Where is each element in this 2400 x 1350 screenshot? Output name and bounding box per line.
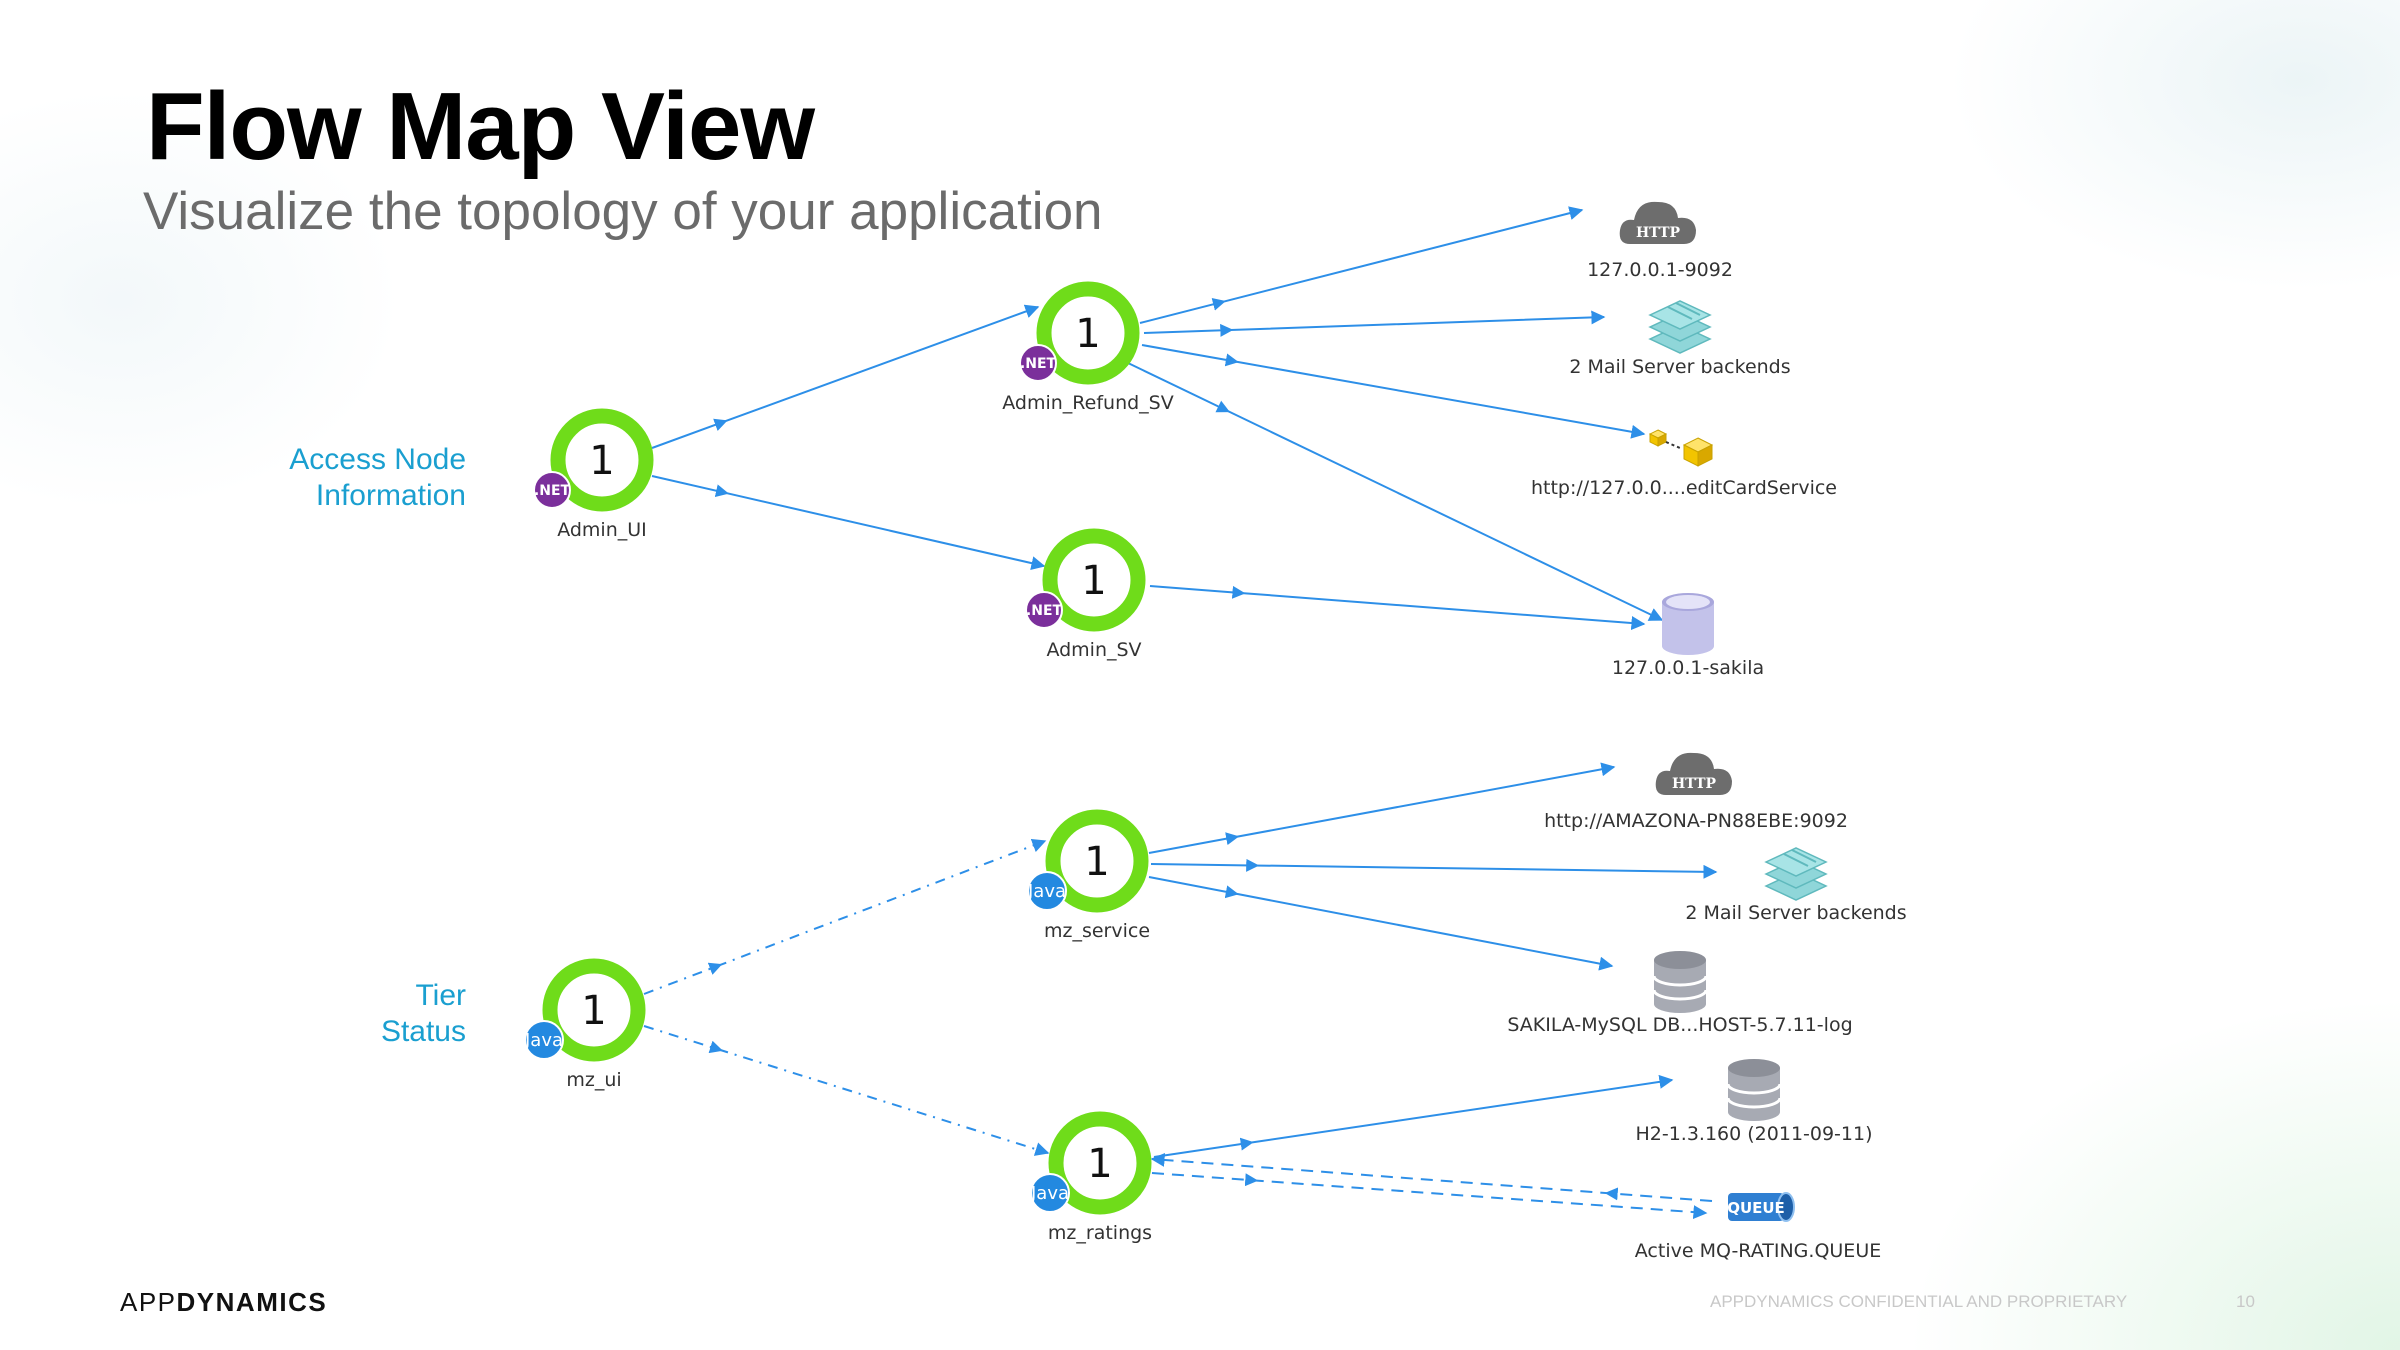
backend-credit_service[interactable]: http://127.0.0....editCardService xyxy=(1531,429,1837,499)
backend-sakila_mysql[interactable]: SAKILA-MySQL DB...HOST-5.7.11-log xyxy=(1507,951,1853,1036)
tier-status-ring xyxy=(1048,1111,1152,1215)
edge-admin_sv-to-sakila[interactable] xyxy=(1149,585,1646,631)
backend-h2[interactable]: H2-1.3.160 (2011-09-11) xyxy=(1635,1059,1873,1145)
backend-label: Active MQ-RATING.QUEUE xyxy=(1635,1240,1881,1262)
tier-node-label: mz_ratings xyxy=(1048,1222,1152,1244)
backend-label: 2 Mail Server backends xyxy=(1685,902,1906,924)
tier-node-admin_ui[interactable]: 1 .NET Admin_UI xyxy=(533,408,654,541)
tier-node-admin_sv[interactable]: 1 .NET Admin_SV xyxy=(1025,528,1146,661)
edge-mz_service-to-sakila_mysql[interactable] xyxy=(1148,876,1614,971)
tier-node-count: 1 xyxy=(581,988,606,1034)
edge-mz_ui-to-mz_ratings[interactable] xyxy=(643,1025,1050,1156)
tiers-layer: 1 .NET Admin_UI 1 .NET Admin_Refund_SV 1 .NET Ad… xyxy=(524,281,1174,1244)
edge-mz_ui-to-mz_service[interactable] xyxy=(643,838,1047,995)
edge-admin_refund_sv-to-mail_1[interactable] xyxy=(1143,310,1606,337)
page-number: 10 xyxy=(2236,1292,2255,1311)
edge-mz_service-to-http_amazona[interactable] xyxy=(1148,762,1616,854)
tier-status-label: Tier Status xyxy=(126,978,466,1050)
backend-http_9092[interactable]: HTTP 127.0.0.1-9092 xyxy=(1587,201,1733,281)
tier-node-admin_refund_sv[interactable]: 1 .NET Admin_Refund_SV xyxy=(1002,281,1174,414)
slide-subtitle: Visualize the topology of your applicati… xyxy=(143,182,1103,241)
edges-layer xyxy=(643,206,1718,1220)
tier-node-count: 1 xyxy=(1075,311,1100,357)
dotnet-badge-icon: .NET xyxy=(1019,344,1057,382)
backends-layer: HTTP 127.0.0.1-9092 2 Mail Server backends… xyxy=(1507,201,1907,1262)
tier-status-ring xyxy=(542,958,646,1062)
dotnet-badge-icon: .NET xyxy=(1025,591,1063,629)
access-node-label-line-2: Information xyxy=(315,479,466,512)
dotnet-badge-icon: .NET xyxy=(533,471,571,509)
backend-label: SAKILA-MySQL DB...HOST-5.7.11-log xyxy=(1507,1014,1852,1036)
tier-badge-text: .NET xyxy=(1026,603,1063,619)
mail-server-stack-icon xyxy=(1764,847,1828,901)
tier-badge-text: .NET xyxy=(534,483,571,499)
edge-mz_ratings-to-mq_queue[interactable] xyxy=(1151,1172,1708,1220)
edge-admin_ui-to-admin_sv[interactable] xyxy=(651,475,1046,571)
tier-status-ring xyxy=(1042,528,1146,632)
http-cloud-icon: HTTP xyxy=(1655,752,1732,795)
access-node-label-line-1: Access Node xyxy=(289,443,466,476)
edge-admin_refund_sv-to-http_9092[interactable] xyxy=(1139,206,1584,324)
tier-badge-text: Java xyxy=(1027,881,1066,902)
tier-node-count: 1 xyxy=(589,438,614,484)
tier-node-label: Admin_SV xyxy=(1046,639,1141,661)
tier-node-label: Admin_Refund_SV xyxy=(1002,392,1173,414)
java-badge-icon: Java xyxy=(1030,1173,1070,1213)
edge-mz_ratings-to-h2[interactable] xyxy=(1153,1074,1674,1158)
slide-title: Flow Map View xyxy=(146,73,815,180)
tier-badge-text: Java xyxy=(1030,1183,1069,1204)
tier-node-count: 1 xyxy=(1087,1141,1112,1187)
database-icon xyxy=(1652,951,1708,1013)
java-badge-icon: Java xyxy=(1027,871,1067,911)
appdynamics-logo: APPDYNAMICS xyxy=(120,1287,328,1317)
backend-sakila[interactable]: 127.0.0.1-sakila xyxy=(1612,593,1764,679)
edge-mz_service-to-mail_2[interactable] xyxy=(1150,858,1718,879)
tier-status-ring xyxy=(1045,809,1149,913)
backend-label: 127.0.0.1-sakila xyxy=(1612,657,1764,679)
backend-mq_queue[interactable]: QUEUE Active MQ-RATING.QUEUE xyxy=(1635,1192,1881,1262)
tier-node-label: mz_service xyxy=(1044,920,1150,942)
tier-node-label: Admin_UI xyxy=(557,519,647,541)
edge-mq_queue-to-mz_ratings[interactable] xyxy=(1150,1152,1713,1202)
tier-node-label: mz_ui xyxy=(566,1069,621,1091)
backend-label: 2 Mail Server backends xyxy=(1569,356,1790,378)
backend-label: http://127.0.0....editCardService xyxy=(1531,477,1837,499)
tier-status-label-line-1: Tier xyxy=(415,979,466,1012)
mail-server-stack-icon xyxy=(1648,300,1712,354)
database-icon xyxy=(1662,593,1714,655)
queue-icon-text: QUEUE xyxy=(1727,1199,1785,1217)
java-badge-icon: Java xyxy=(524,1020,564,1060)
tier-node-count: 1 xyxy=(1084,839,1109,885)
tier-badge-text: Java xyxy=(524,1030,563,1051)
tier-status-ring xyxy=(1036,281,1140,385)
backend-label: 127.0.0.1-9092 xyxy=(1587,259,1733,281)
tier-status-label-line-2: Status xyxy=(380,1015,466,1048)
queue-icon: QUEUE xyxy=(1727,1192,1795,1222)
database-icon xyxy=(1726,1059,1782,1121)
confidential-footer: APPDYNAMICS CONFIDENTIAL AND PROPRIETARY xyxy=(1710,1292,2128,1311)
backend-mail_1[interactable]: 2 Mail Server backends xyxy=(1569,300,1791,378)
backend-label: H2-1.3.160 (2011-09-11) xyxy=(1635,1123,1872,1145)
backend-http_amazona[interactable]: HTTP http://AMAZONA-PN88EBE:9092 xyxy=(1544,752,1848,832)
tier-badge-text: .NET xyxy=(1020,356,1057,372)
http-cloud-icon: HTTP xyxy=(1619,201,1696,244)
tier-node-count: 1 xyxy=(1081,558,1106,604)
access-node-information-label: Access Node Information xyxy=(126,442,466,514)
http-icon-text: HTTP xyxy=(1672,776,1717,792)
web-service-cube-icon xyxy=(1648,429,1714,467)
http-icon-text: HTTP xyxy=(1636,225,1681,241)
tier-status-ring xyxy=(550,408,654,512)
edge-admin_ui-to-admin_refund_sv[interactable] xyxy=(651,304,1040,449)
backend-mail_2[interactable]: 2 Mail Server backends xyxy=(1685,847,1907,924)
edge-admin_refund_sv-to-sakila[interactable] xyxy=(1127,362,1664,621)
backend-label: http://AMAZONA-PN88EBE:9092 xyxy=(1544,810,1848,832)
